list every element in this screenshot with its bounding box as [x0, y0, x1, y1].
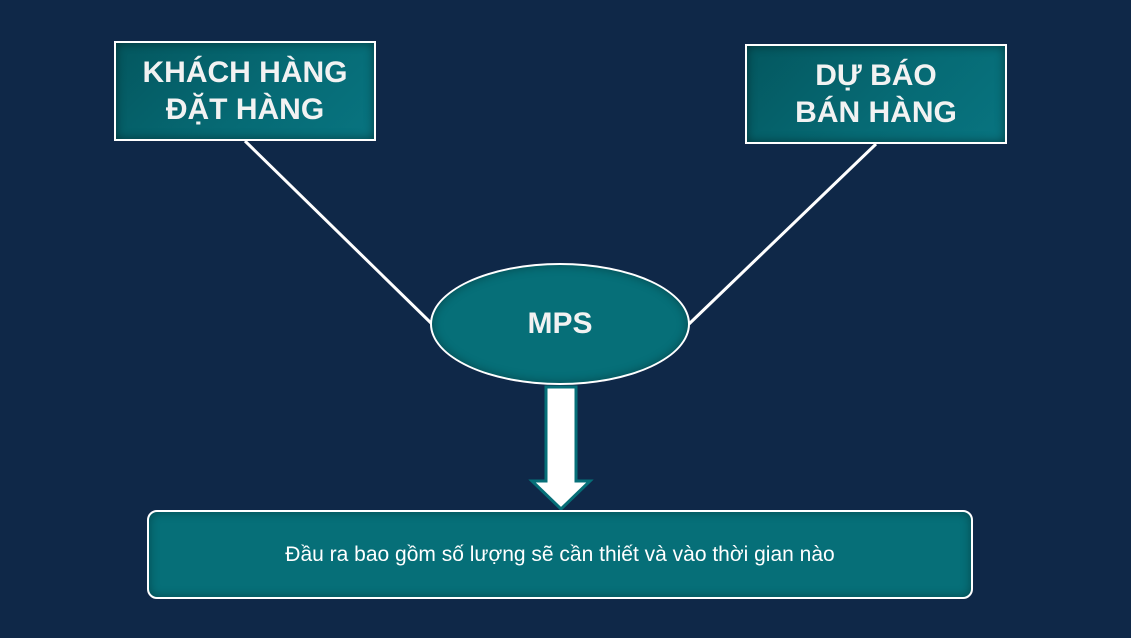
customer-orders-line2: ĐẶT HÀNG	[165, 93, 325, 126]
mps-ellipse: MPS	[430, 263, 690, 385]
customer-orders-box: KHÁCH HÀNG ĐẶT HÀNG	[114, 41, 376, 141]
output-box: Đầu ra bao gồm số lượng sẽ cần thiết và …	[147, 510, 973, 599]
output-label: Đầu ra bao gồm số lượng sẽ cần thiết và …	[285, 542, 835, 566]
mps-label: MPS	[527, 307, 593, 340]
sales-forecast-line1: DỰ BÁO	[815, 59, 937, 92]
down-arrow-icon	[528, 385, 594, 512]
sales-forecast-box: DỰ BÁO BÁN HÀNG	[745, 44, 1007, 144]
customer-orders-line1: KHÁCH HÀNG	[142, 56, 348, 89]
connector-right-line	[687, 142, 878, 326]
connector-left-line	[243, 139, 434, 326]
sales-forecast-line2: BÁN HÀNG	[795, 96, 957, 129]
